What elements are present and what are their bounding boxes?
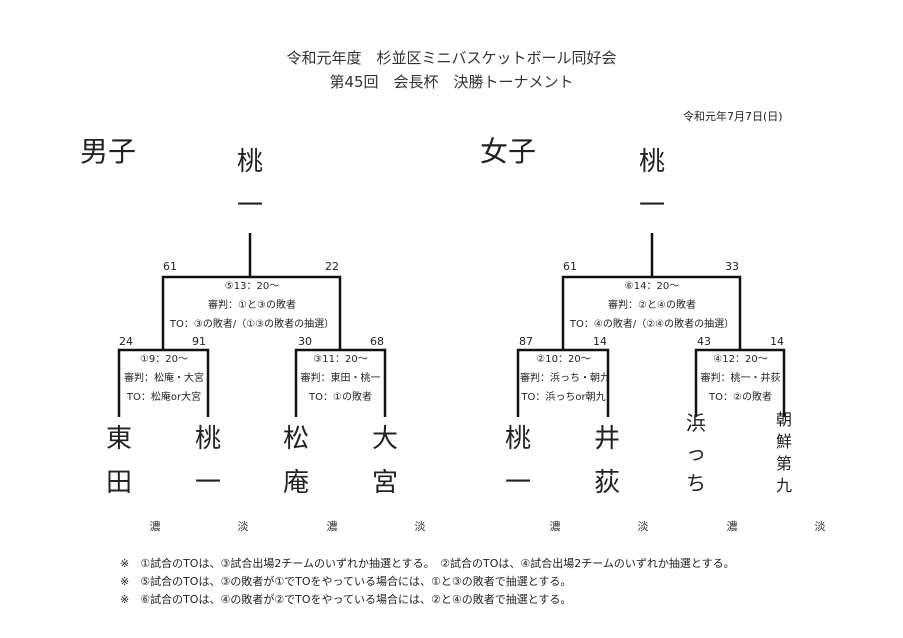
girls-team-momoichi: 桃 一 [503,417,533,505]
girls-semi-right-info: ④12：20～ 審判：桃一・井荻 TO：②の敗者 [698,350,783,407]
girls-team-iogi: 井 荻 [592,417,622,505]
boys-semi-right-score-left: 30 [298,335,312,348]
girls-champion-char: 桃 [638,147,665,177]
page-subtitle: 第45回 会長杯 決勝トーナメント [329,73,574,91]
team-char: 九 [775,476,792,495]
match-to: TO：④の敗者/（②④の敗者の抽選） [569,319,735,330]
girls-semi-right-score-left: 43 [697,335,711,348]
match-referee: 審判：桃一・井荻 [700,373,781,384]
match-time: ⑤13：20～ [224,281,280,292]
boys-champion-char: 桃 [236,147,263,177]
boys-semi-right-info: ③11：20～ 審判：東田・桃一 TO：①の敗者 [297,350,384,407]
page-title: 令和元年度 杉並区ミニバスケットボール同好会 [286,49,617,67]
match-referee: 審判：東田・桃一 [300,373,381,384]
girls-semi-left-info: ②10：20～ 審判：浜っち・朝九 TO：浜っちor朝九 [520,350,607,407]
team-char: 一 [194,468,221,498]
footnote: ※ ⑥試合のTOは、④の敗者が②でTOをやっている場合には、②と④の敗者で抽選と… [120,593,572,606]
team-char: 一 [504,468,531,498]
girls-final-bracket [561,275,742,350]
match-referee: 審判：浜っち・朝九 [520,373,607,384]
boys-semi-right-score-right: 68 [370,335,384,348]
footnote: ※ ①試合のTOは、③試合出場2チームのいずれか抽選とする。 ②試合のTOは、④… [120,557,735,570]
girls-semi-left-score-left: 87 [519,335,533,348]
team-char: っ [686,441,706,465]
team-char: 浜 [686,411,706,435]
match-to: TO：②の敗者 [709,392,772,403]
girls-semi-left-score-right: 14 [593,335,607,348]
team-char: 桃 [504,424,531,454]
team-char: 宮 [371,468,398,498]
team-char: 田 [105,468,132,498]
girls-semi-right-score-right: 14 [770,335,784,348]
match-time: ⑥14：20～ [624,281,680,292]
team-char: 松 [282,424,309,454]
team-char: 朝 [775,410,792,429]
boys-final-score-right: 22 [325,260,339,273]
girls-semi-right-bracket [694,348,786,417]
uniform-shade: 濃 [726,520,738,533]
uniform-shade: 濃 [326,520,338,533]
girls-final-info: ⑥14：20～ 審判：②と④の敗者 TO：④の敗者/（②④の敗者の抽選） [565,277,739,334]
boys-label: 男子 [80,135,137,168]
boys-semi-left-score-right: 91 [192,335,206,348]
match-referee: 審判：①と③の敗者 [208,300,296,311]
boys-final-info: ⑤13：20～ 審判：①と③の敗者 TO：③の敗者/（①③の敗者の抽選） [165,277,339,334]
uniform-shade: 淡 [237,520,249,533]
boys-semi-left-info: ①9：20～ 審判：松庵・大宮 TO：松庵or大宮 [121,350,207,407]
team-char: 鮮 [775,432,792,451]
uniform-shade: 濃 [549,520,561,533]
match-to: TO：③の敗者/（①③の敗者の抽選） [169,319,335,330]
boys-semi-left-score-left: 24 [119,335,133,348]
girls-final-score-left: 61 [563,260,577,273]
match-time: ④12：20～ [713,354,768,365]
match-to: TO：浜っちor朝九 [521,392,606,403]
team-char: ち [686,471,706,495]
match-referee: 審判：②と④の敗者 [608,300,696,311]
match-time: ③11：20～ [313,354,368,365]
match-referee: 審判：松庵・大宮 [124,373,204,384]
boys-champion-char: 一 [236,191,263,221]
event-date: 令和元年7月7日(日) [683,110,783,123]
team-char: 大 [371,424,398,454]
girls-team-hamacchi: 浜 っ ち [683,408,709,498]
team-char: 東 [105,424,132,454]
uniform-shade: 淡 [814,520,826,533]
boys-champion: 桃 一 [235,140,265,228]
team-char: 荻 [593,468,620,498]
team-char: 第 [775,454,792,473]
match-to: TO：①の敗者 [309,392,372,403]
boys-team-tohda: 東 田 [104,417,134,505]
uniform-shade: 淡 [414,520,426,533]
boys-team-omiya: 大 宮 [370,417,400,505]
girls-team-chosen-daiku: 朝 鮮 第 九 [773,409,795,497]
uniform-shade: 淡 [637,520,649,533]
team-char: 庵 [282,468,309,498]
team-char: 井 [593,424,620,454]
uniform-shade: 濃 [149,520,161,533]
boys-team-shoan: 松 庵 [281,417,311,505]
match-time: ①9：20～ [139,354,189,365]
boys-final-bracket [161,275,342,350]
girls-label: 女子 [480,135,537,168]
boys-semi-left-bracket [117,348,210,417]
girls-champion-char: 一 [638,191,665,221]
match-to: TO：松庵or大宮 [126,392,202,403]
boys-semi-right-bracket [294,348,387,417]
boys-team-momoichi: 桃 一 [193,417,223,505]
girls-semi-left-bracket [516,348,610,417]
girls-champion: 桃 一 [637,140,667,228]
team-char: 桃 [194,424,221,454]
match-time: ②10：20～ [536,354,591,365]
girls-final-score-right: 33 [725,260,739,273]
boys-final-score-left: 61 [163,260,177,273]
footnote: ※ ⑤試合のTOは、③の敗者が①でTOをやっている場合には、①と③の敗者で抽選と… [120,575,572,588]
